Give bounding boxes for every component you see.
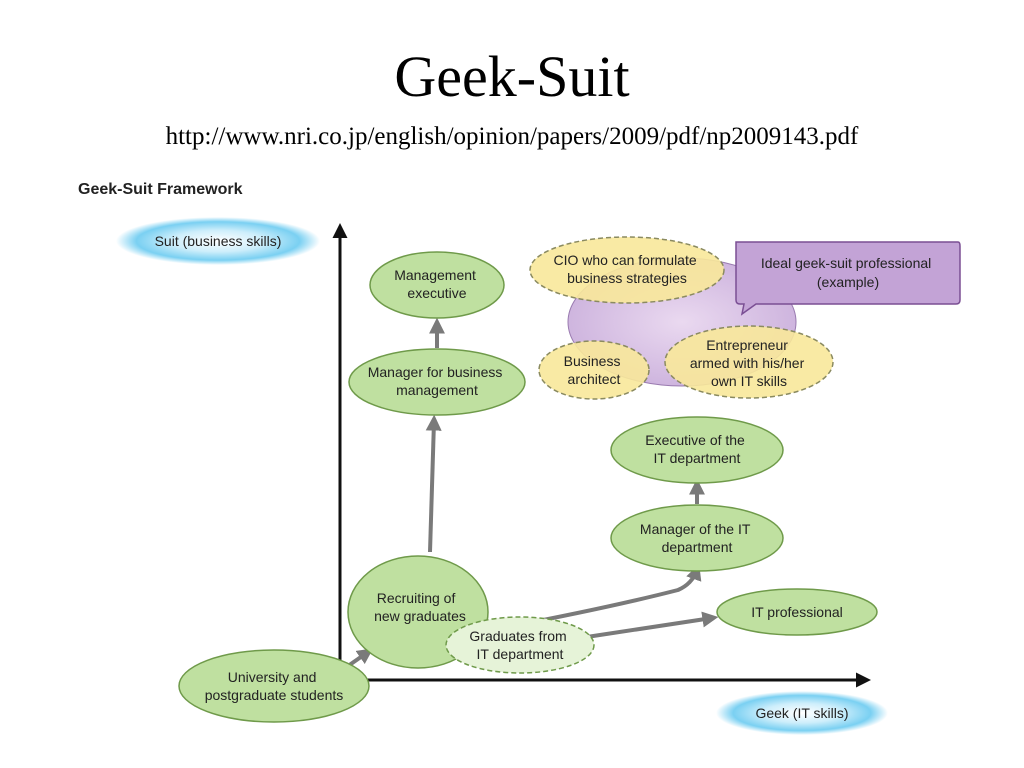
- svg-text:Recruiting of new gradua: Recruiting of new graduates: [374, 590, 466, 624]
- node-business-architect-line1: Business: [564, 353, 621, 369]
- svg-text:Manager for business man: Manager for business management: [368, 364, 507, 398]
- node-manager-it-line1: Manager of the IT: [640, 521, 751, 537]
- node-graduates-it-line2: IT department: [477, 646, 564, 662]
- svg-text:Ideal geek-suit professional: Ideal geek-suit professional (example): [761, 255, 935, 290]
- node-management-exec: Management executive: [369, 251, 505, 319]
- ideal-callout-line1: Ideal geek-suit professional: [761, 255, 931, 271]
- svg-text:Business architect: Business architect: [564, 353, 625, 387]
- node-cio: CIO who can formulate business strategie…: [529, 236, 725, 304]
- arrow-graduates-to-it-professional: [579, 611, 719, 640]
- svg-text:Entrepreneur armed with: Entrepreneur armed with his/her own IT s…: [690, 337, 808, 389]
- ideal-callout-line2: (example): [817, 274, 879, 290]
- node-manager-it-line2: department: [662, 539, 733, 555]
- node-manager-business-line1: Manager for business: [368, 364, 503, 380]
- node-graduates-it-line1: Graduates from: [469, 628, 566, 644]
- node-business-architect-line2: architect: [568, 371, 621, 387]
- arrow-university-to-recruiting: [346, 648, 374, 668]
- diagram-title: Geek-Suit Framework: [78, 181, 243, 198]
- node-manager-business: Manager for business management: [348, 348, 526, 416]
- svg-text:University and postgradu: University and postgraduate students: [205, 669, 344, 703]
- node-recruiting-line2: new graduates: [374, 608, 466, 624]
- arrow-recruiting-to-manager-business: [425, 414, 442, 553]
- slide-title: Geek-Suit: [394, 44, 630, 109]
- node-entrepreneur: Entrepreneur armed with his/her own IT s…: [664, 325, 834, 399]
- node-university-line1: University and: [228, 669, 317, 685]
- svg-text:Graduates from IT depart: Graduates from IT department: [469, 628, 570, 662]
- node-business-architect: Business architect: [538, 340, 650, 400]
- svg-text:Management executive: Management executive: [394, 267, 480, 301]
- x-axis-label-text: Geek (IT skills): [755, 705, 848, 721]
- node-it-professional-text: IT professional: [751, 604, 843, 620]
- node-graduates-it: Graduates from IT department: [445, 616, 595, 674]
- x-axis-label: Geek (IT skills): [716, 691, 888, 735]
- node-management-exec-line1: Management: [394, 267, 476, 283]
- y-axis-label: Suit (business skills): [116, 217, 320, 265]
- node-executive-it: Executive of the IT department: [610, 416, 784, 484]
- node-cio-line1: CIO who can formulate: [553, 252, 696, 268]
- ideal-callout: Ideal geek-suit professional (example): [735, 241, 961, 316]
- node-university: University and postgraduate students: [178, 649, 370, 723]
- node-university-line2: postgraduate students: [205, 687, 344, 703]
- node-manager-business-line2: management: [396, 382, 478, 398]
- node-executive-it-line2: IT department: [654, 450, 741, 466]
- y-axis-label-text: Suit (business skills): [155, 233, 282, 249]
- node-cio-line2: business strategies: [567, 270, 687, 286]
- svg-text:CIO who can formulate bu: CIO who can formulate business strategie…: [553, 252, 700, 286]
- node-executive-it-line1: Executive of the: [645, 432, 745, 448]
- node-entrepreneur-line1: Entrepreneur: [706, 337, 788, 353]
- node-entrepreneur-line2: armed with his/her: [690, 355, 805, 371]
- node-it-professional: IT professional: [716, 588, 878, 636]
- node-entrepreneur-line3: own IT skills: [711, 373, 787, 389]
- node-management-exec-line2: executive: [407, 285, 466, 301]
- node-recruiting-line1: Recruiting of: [377, 590, 456, 606]
- node-manager-it: Manager of the IT department: [610, 504, 784, 572]
- svg-text:Manager of the IT depart: Manager of the IT department: [640, 521, 754, 555]
- slide-source-url: http://www.nri.co.jp/english/opinion/pap…: [165, 123, 859, 150]
- svg-text:Executive of the IT depa: Executive of the IT department: [645, 432, 749, 466]
